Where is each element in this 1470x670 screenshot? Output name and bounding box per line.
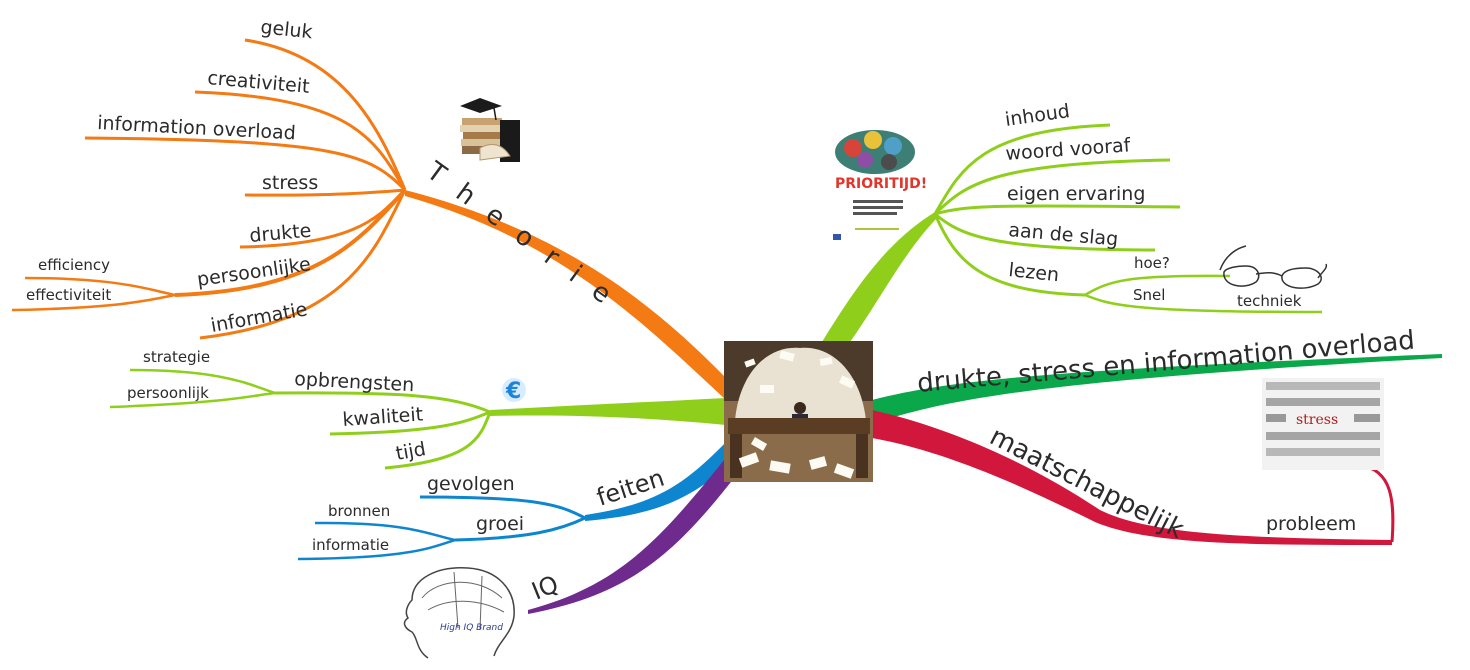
theorie-sub-geluk — [244, 38, 407, 191]
label-strategie: strategie — [143, 348, 210, 366]
drukte-main-branch — [872, 354, 1442, 424]
ervaring-sub — [934, 204, 1181, 216]
label-lezen: lezen — [1007, 259, 1060, 286]
label-snel: Snel — [1133, 286, 1165, 304]
central-image-office-papers — [724, 341, 873, 482]
label-probleem: probleem — [1266, 513, 1356, 535]
book-cover-title: PRIORITIJD! — [835, 176, 927, 192]
strategie-sub — [129, 368, 276, 395]
label-gevolgen: gevolgen — [427, 473, 515, 495]
informatie-feiten-sub — [297, 538, 456, 561]
theorie-sub-efficiency — [24, 276, 176, 297]
snel-sub — [1084, 293, 1323, 314]
bronnen-sub — [314, 521, 456, 542]
label-efficiency: efficiency — [38, 256, 110, 274]
label-techniek: techniek — [1237, 292, 1302, 310]
label-tijd: tijd — [394, 438, 427, 465]
theorie-sub-overload — [84, 136, 407, 192]
stress-word-image: stress — [1262, 378, 1384, 470]
euro-icon: € — [502, 378, 526, 404]
tijd-sub — [384, 411, 492, 470]
label-geluk: geluk — [259, 16, 313, 43]
probleem-connector — [1359, 463, 1395, 543]
prioritijd-main-branch — [822, 212, 939, 342]
books-graduation-icon — [460, 98, 520, 162]
branch-opbrengsten: opbrengsten strategie persoonlijk kwalit… — [109, 348, 726, 470]
theorie-sub-creativiteit — [194, 90, 407, 191]
stress-word: stress — [1296, 412, 1338, 428]
label-effectiviteit: effectiviteit — [26, 286, 111, 304]
opbrengsten-sub — [274, 391, 491, 414]
label-eigen-ervaring: eigen ervaring — [1007, 183, 1145, 205]
label-drukte: drukte — [249, 220, 313, 247]
label-inhoud: inhoud — [1004, 100, 1072, 131]
label-informatie-feiten: informatie — [312, 536, 389, 554]
hoe-sub — [1084, 274, 1231, 297]
label-groei: groei — [476, 513, 524, 535]
branch-prioritijd: inhoud woord vooraf eigen ervaring aan d… — [822, 100, 1328, 342]
iq-branch-label: IQ — [528, 570, 563, 606]
label-stress: stress — [262, 172, 318, 194]
theorie-branch-label: T h e o r i e — [420, 156, 621, 314]
theorie-sub-effectiviteit — [11, 293, 176, 312]
groei-sub — [454, 516, 586, 542]
gevolgen-sub — [419, 495, 586, 520]
kwaliteit-sub — [329, 410, 491, 436]
theorie-sub-informatie — [199, 189, 407, 340]
label-persoonlijk: persoonlijk — [127, 384, 209, 402]
opbrengsten-main-branch — [490, 398, 726, 425]
persoonlijk-sub — [109, 391, 276, 409]
label-bronnen: bronnen — [328, 502, 390, 520]
label-kwaliteit: kwaliteit — [342, 403, 424, 431]
theorie-main-branch — [405, 190, 728, 400]
glasses-icon — [1219, 245, 1328, 289]
slag-sub — [934, 212, 1156, 252]
label-informatie-theorie: informatie — [209, 298, 309, 337]
prioritijd-book-cover: PRIORITIJD! — [833, 130, 927, 240]
branch-theorie: T h e o r i e geluk creativiteit informa… — [11, 16, 728, 400]
lezen-sub — [933, 213, 1086, 297]
theorie-sub-persoonlijke — [174, 188, 407, 297]
phrenology-head-icon: High IQ Brand — [403, 567, 515, 659]
woord-sub — [933, 158, 1171, 216]
feiten-main-branch — [585, 440, 732, 521]
label-hoe: hoe? — [1134, 254, 1170, 272]
inhoud-sub — [933, 123, 1111, 215]
iq-image-text: High IQ Brand — [440, 623, 503, 633]
theorie-sub-stress — [244, 188, 406, 197]
euro-symbol: € — [505, 379, 521, 404]
